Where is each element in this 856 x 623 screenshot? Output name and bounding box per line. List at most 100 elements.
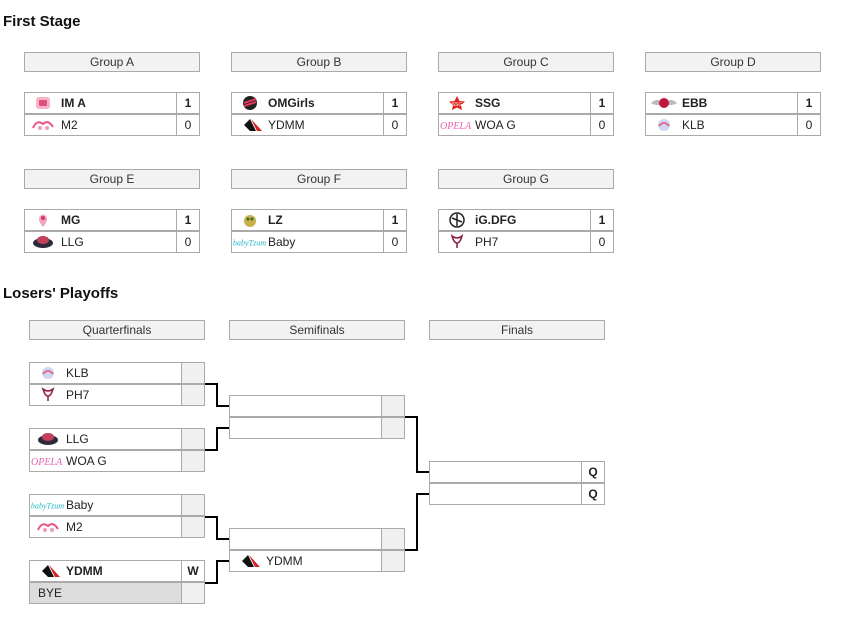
klb-logo-icon (646, 115, 682, 135)
team-row[interactable]: LZ (231, 209, 384, 231)
logo-slot (230, 418, 266, 438)
team-name: M2 (61, 118, 78, 132)
team-row[interactable]: YDMM (231, 114, 384, 136)
team-name: LLG (61, 235, 84, 249)
team-name: PH7 (475, 235, 499, 249)
team-score: 1 (590, 92, 614, 114)
team-row[interactable]: IM A (24, 92, 177, 114)
team-name: YDMM (66, 564, 103, 578)
team-score: 0 (383, 114, 407, 136)
team-name: Baby (66, 498, 94, 512)
team-row[interactable]: PH7 (29, 384, 182, 406)
team-row[interactable]: OMGirls (231, 92, 384, 114)
team-score (181, 450, 205, 472)
team-row[interactable] (229, 395, 382, 417)
connector-qf1-sf1 (205, 383, 230, 407)
ydmm-logo-icon (30, 561, 66, 581)
team-score: W (181, 560, 205, 582)
team-row[interactable]: KLB (29, 362, 182, 384)
team-score: 1 (176, 92, 200, 114)
team-score (181, 494, 205, 516)
group-header: Group G (438, 169, 614, 189)
svg-text:babyTzum: babyTzum (233, 239, 266, 248)
connector-qf3-sf2 (205, 516, 230, 540)
team-name: MG (61, 213, 81, 227)
ydmm-logo-icon (230, 551, 266, 571)
logo-slot (430, 484, 466, 504)
team-name: Baby (268, 235, 296, 249)
svg-text:OPELA: OPELA (440, 121, 472, 132)
team-score: 1 (797, 92, 821, 114)
m2-logo-icon (30, 517, 66, 537)
mg-logo-icon (25, 210, 61, 230)
round-header-quarterfinals: Quarterfinals (29, 320, 205, 340)
team-row[interactable]: LLG (29, 428, 182, 450)
group-header: Group F (231, 169, 407, 189)
team-name: YDMM (266, 554, 303, 568)
ph7-logo-icon (30, 385, 66, 405)
team-name: LZ (268, 213, 283, 227)
m2-logo-icon (25, 115, 61, 135)
ydmm-logo-icon (232, 115, 268, 135)
llg-logo-icon (25, 232, 61, 252)
svg-text:babyTzum: babyTzum (31, 502, 64, 511)
team-score (181, 582, 205, 604)
team-score: 1 (383, 92, 407, 114)
team-score: 0 (590, 114, 614, 136)
team-row[interactable] (229, 417, 382, 439)
omgirls-logo-icon (232, 93, 268, 113)
connector-qf4-sf2 (205, 560, 230, 584)
logo-slot (430, 462, 466, 482)
team-name: BYE (38, 586, 63, 600)
logo-slot (230, 529, 266, 549)
team-score: 1 (590, 209, 614, 231)
connector-sf1-final (405, 416, 430, 473)
ebb-logo-icon (646, 93, 682, 113)
team-row[interactable]: KLB (645, 114, 798, 136)
woa-logo-icon: OPELA (30, 451, 66, 471)
team-name: KLB (682, 118, 705, 132)
team-score (181, 516, 205, 538)
team-name: EBB (682, 96, 708, 110)
lz-logo-icon (232, 210, 268, 230)
igdfg-logo-icon (439, 210, 475, 230)
team-row[interactable]: EBB (645, 92, 798, 114)
group-header: Group C (438, 52, 614, 72)
team-row[interactable] (229, 528, 382, 550)
team-row[interactable] (429, 483, 582, 505)
team-row[interactable]: PH7 (438, 231, 591, 253)
team-row[interactable]: M2 (24, 114, 177, 136)
team-score: Q (581, 461, 605, 483)
team-row[interactable]: M2 (29, 516, 182, 538)
team-name: iG.DFG (475, 213, 517, 227)
ssg-logo-icon: SSG (439, 93, 475, 113)
team-row[interactable]: YDMM (229, 550, 382, 572)
baby-logo-icon: babyTzum (30, 495, 66, 515)
team-score: 0 (590, 231, 614, 253)
team-name: KLB (66, 366, 89, 380)
losers-playoffs-title: Losers' Playoffs (3, 285, 119, 302)
team-score (381, 528, 405, 550)
team-name: SSG (475, 96, 501, 110)
team-score: 0 (176, 114, 200, 136)
connector-qf2-sf1 (205, 427, 230, 451)
im-logo-icon (25, 93, 61, 113)
team-row[interactable]: BYE (29, 582, 182, 604)
round-header-semifinals: Semifinals (229, 320, 405, 340)
connector-sf2-final (405, 493, 430, 551)
team-row[interactable]: YDMM (29, 560, 182, 582)
team-name: PH7 (66, 388, 90, 402)
round-header-finals: Finals (429, 320, 605, 340)
team-row[interactable] (429, 461, 582, 483)
team-score: 0 (797, 114, 821, 136)
team-name: WOA G (475, 118, 516, 132)
team-score: 0 (383, 231, 407, 253)
logo-slot (30, 583, 38, 603)
team-name: OMGirls (268, 96, 315, 110)
